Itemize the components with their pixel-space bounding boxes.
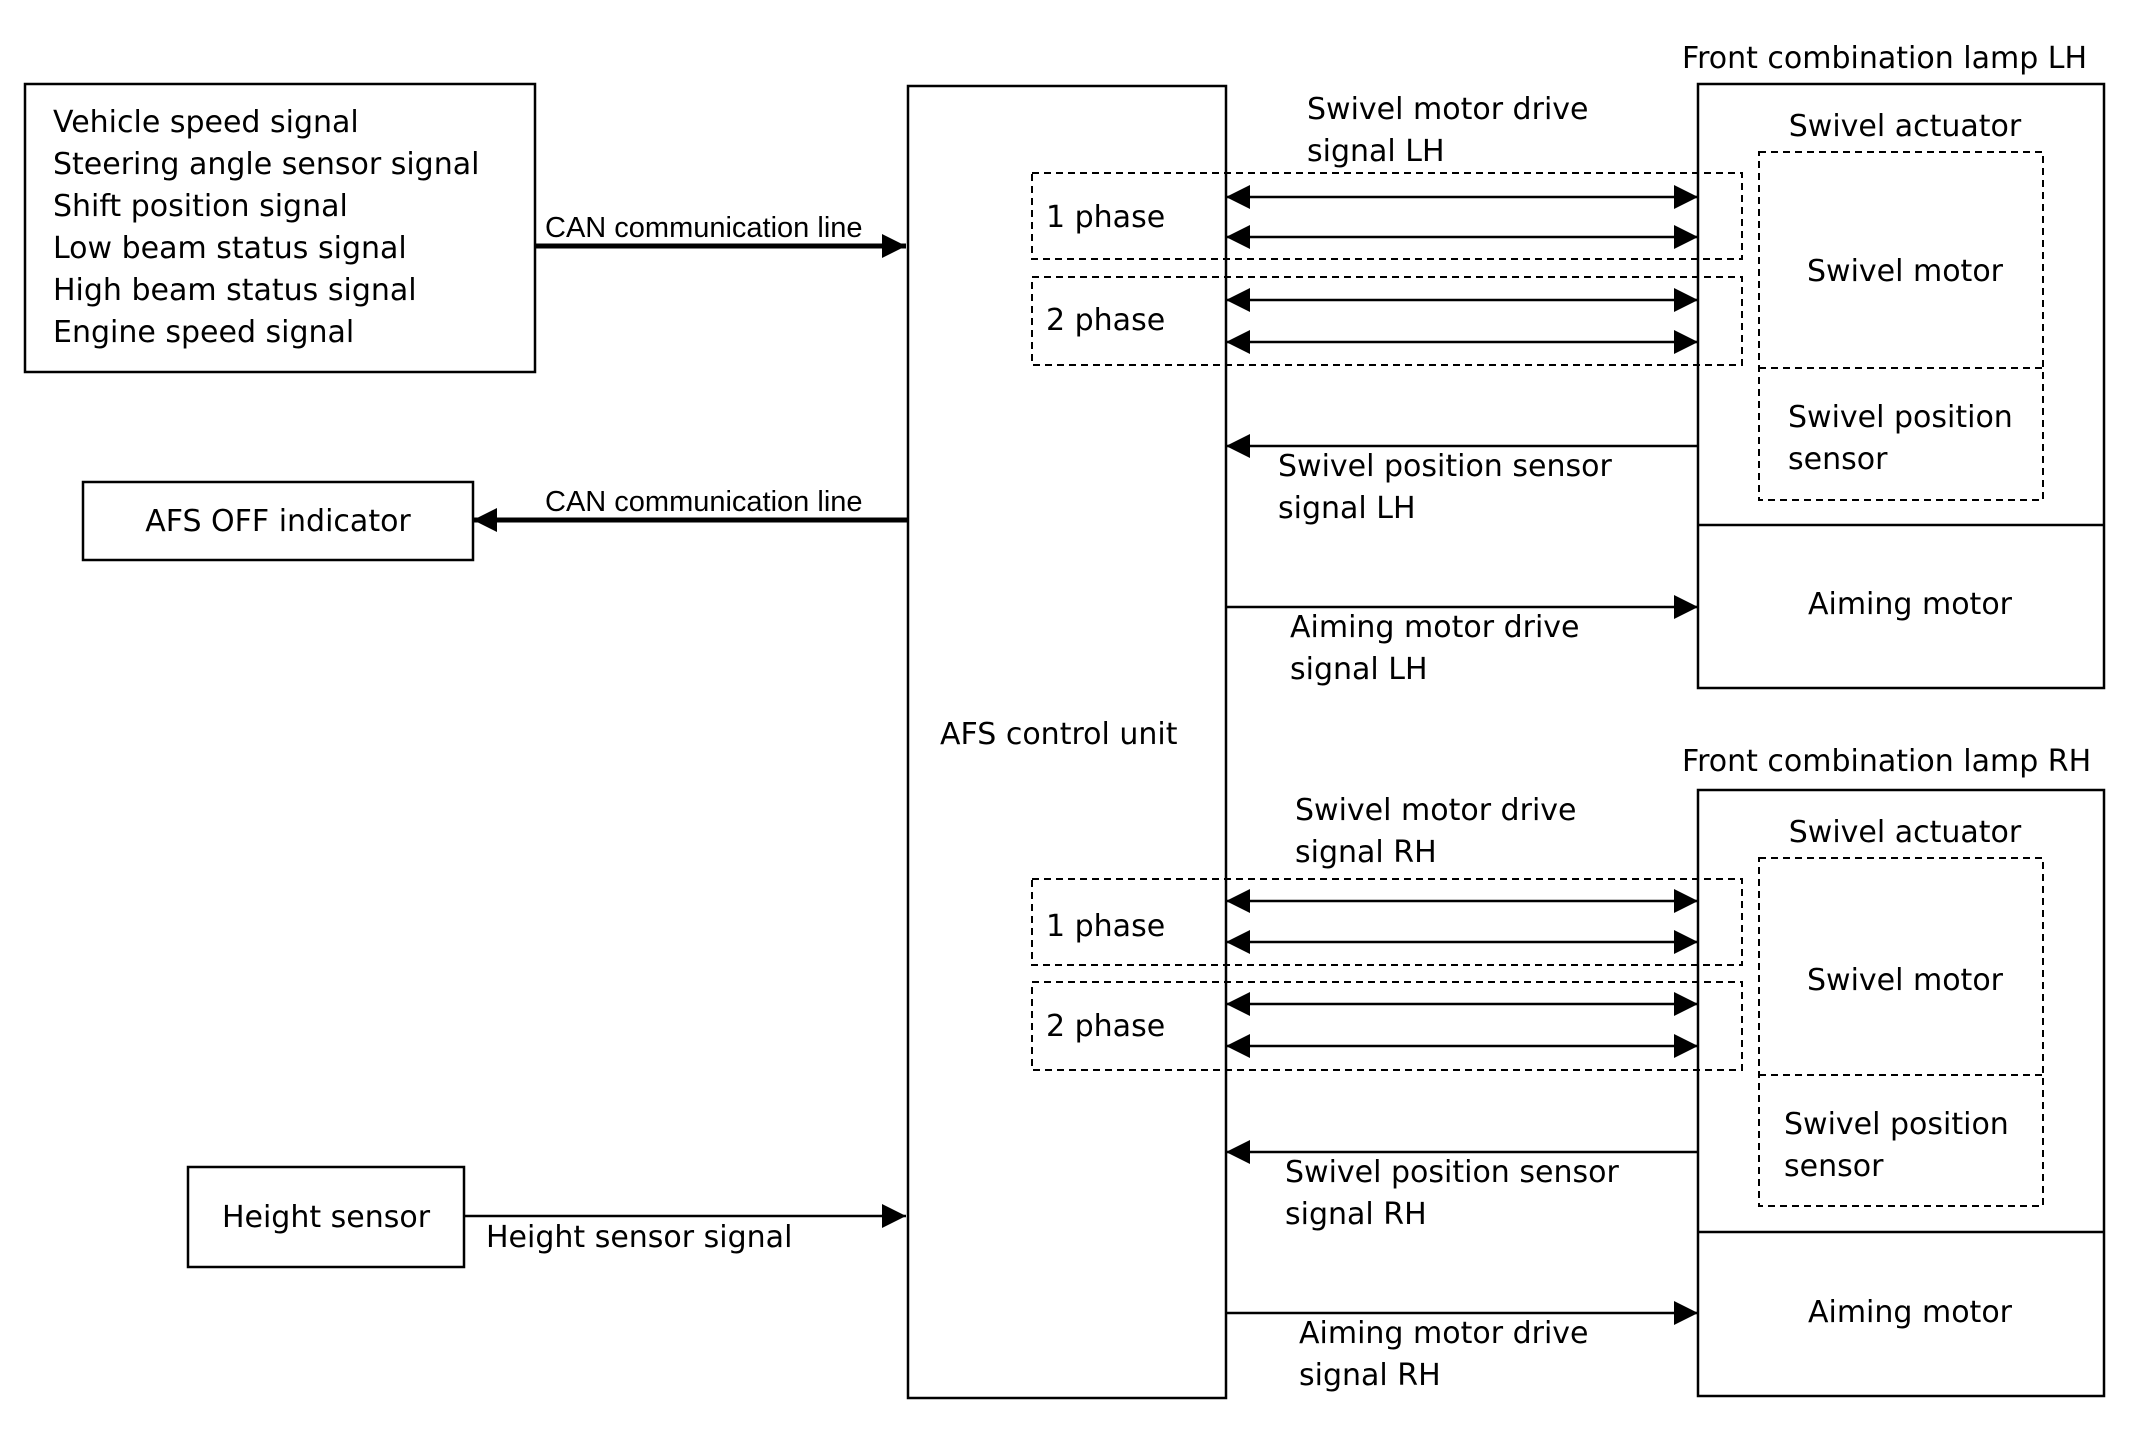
lh-phase2-label: 2 phase [1046, 303, 1165, 338]
lamp-rh-title: Front combination lamp RH [1682, 744, 2091, 779]
lamp-rh-aiming-motor: Aiming motor [1808, 1295, 2013, 1330]
lamp-lh-swivel-motor: Swivel motor [1807, 254, 2004, 289]
lamp-rh-position-sensor-2: sensor [1784, 1149, 1884, 1184]
height-sensor-label: Height sensor [222, 1200, 431, 1235]
lh-phase1-group [1031, 172, 1743, 260]
afs-control-unit-label: AFS control unit [940, 717, 1178, 752]
lamp-rh-swivel-actuator: Swivel actuator [1789, 815, 2022, 850]
input-signal-2: Steering angle sensor signal [53, 147, 479, 182]
lamp-lh: Front combination lamp LH Swivel actuato… [1682, 41, 2106, 690]
lh-position-signal-2: signal LH [1278, 491, 1416, 526]
lamp-lh-position-sensor-1: Swivel position [1788, 400, 2013, 435]
rh-drive-signal-1: Swivel motor drive [1295, 793, 1576, 828]
rh-phase1-group [1031, 878, 1743, 966]
rh-drive-signal-2: signal RH [1295, 835, 1437, 870]
lamp-rh-actuator-dashed [1758, 857, 2044, 1207]
height-sensor-box: Height sensor [186, 1165, 466, 1269]
lh-drive-signal-1: Swivel motor drive [1307, 92, 1588, 127]
input-signal-5: High beam status signal [53, 273, 417, 308]
height-sensor-signal-label: Height sensor signal [486, 1220, 792, 1255]
rh-position-signal-1: Swivel position sensor [1285, 1155, 1619, 1190]
lamp-lh-position-sensor-2: sensor [1788, 442, 1888, 477]
rh-aiming-signal-2: signal RH [1299, 1358, 1441, 1393]
afs-off-indicator-box: AFS OFF indicator [81, 480, 475, 562]
can-line-in-label: CAN communication line [545, 212, 863, 244]
input-signal-4: Low beam status signal [53, 231, 407, 266]
afs-control-unit: AFS control unit [906, 84, 1228, 1400]
lamp-rh-position-sensor-1: Swivel position [1784, 1107, 2009, 1142]
rh-aiming-signal-1: Aiming motor drive [1299, 1316, 1589, 1351]
lamp-lh-actuator-dashed [1758, 151, 2044, 501]
lamp-rh: Front combination lamp RH Swivel actuato… [1682, 744, 2106, 1398]
lamp-lh-aiming-motor: Aiming motor [1808, 587, 2013, 622]
lh-phase1-label: 1 phase [1046, 200, 1165, 235]
lh-phase2-group [1031, 276, 1743, 366]
lamp-lh-title: Front combination lamp LH [1682, 41, 2087, 76]
lamp-rh-swivel-motor: Swivel motor [1807, 963, 2004, 998]
rh-phase2-group [1031, 981, 1743, 1071]
lamp-lh-swivel-actuator: Swivel actuator [1789, 109, 2022, 144]
lh-signals: Swivel motor drive signal LH 1 phase 2 p… [1031, 92, 1743, 687]
lh-position-signal-1: Swivel position sensor [1278, 449, 1612, 484]
lh-aiming-signal-2: signal LH [1290, 652, 1428, 687]
inputs-box: Vehicle speed signal Steering angle sens… [23, 82, 537, 374]
can-line-out-label: CAN communication line [545, 486, 863, 518]
input-signal-3: Shift position signal [53, 189, 348, 224]
input-signal-6: Engine speed signal [53, 315, 354, 350]
lh-aiming-signal-1: Aiming motor drive [1290, 610, 1580, 645]
rh-signals: Swivel motor drive signal RH 1 phase 2 p… [1031, 793, 1743, 1393]
rh-position-signal-2: signal RH [1285, 1197, 1427, 1232]
afs-off-indicator-label: AFS OFF indicator [145, 504, 411, 539]
lh-drive-signal-2: signal LH [1307, 134, 1445, 169]
rh-phase1-label: 1 phase [1046, 909, 1165, 944]
rh-phase2-label: 2 phase [1046, 1009, 1165, 1044]
input-signal-1: Vehicle speed signal [53, 105, 359, 140]
